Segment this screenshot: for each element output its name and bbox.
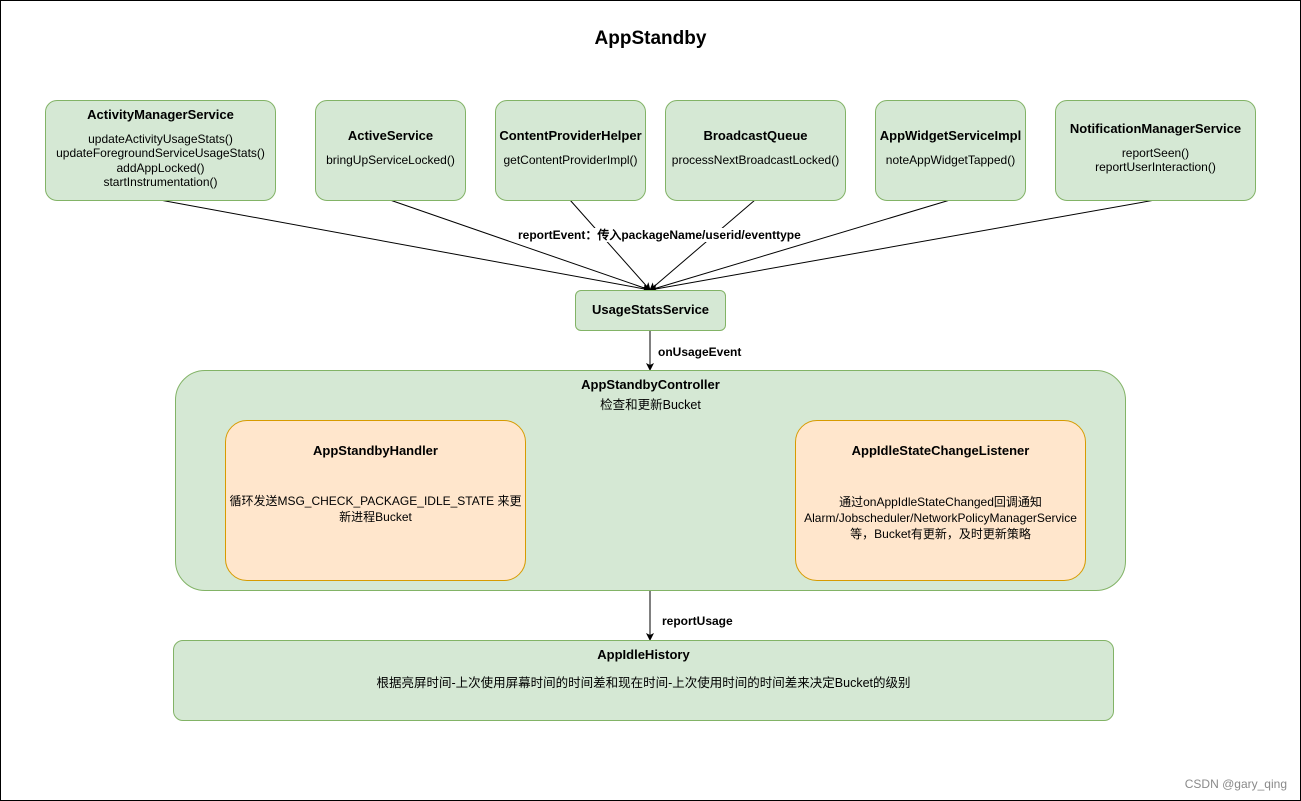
arrow-cph-to-usage [569,199,651,291]
arrow-nms-to-usage [649,199,1156,293]
handler-name: AppStandbyHandler [313,443,438,458]
app-idle-history-box: AppIdleHistory 根据亮屏时间-上次使用屏幕时间的时间差和现在时间-… [173,640,1114,721]
source-name: ContentProviderHelper [499,128,642,143]
source-name: ActiveService [347,128,434,143]
source-notification-manager-service: NotificationManagerService reportSeen() … [1055,100,1256,201]
source-app-widget-service-impl: AppWidgetServiceImpl noteAppWidgetTapped… [875,100,1026,201]
edge-label-report-event: reportEvent：传入packageName/userid/eventty… [518,228,801,242]
source-name: ActivityManagerService [87,107,234,122]
source-method: noteAppWidgetTapped() [885,152,1016,167]
usage-stats-service-box: UsageStatsService [575,290,726,331]
edge-label-on-usage-event: onUsageEvent [658,345,742,359]
source-name: BroadcastQueue [703,128,808,143]
source-method: addAppLocked() [116,160,205,175]
controller-desc: 检查和更新Bucket [600,397,701,412]
arrow-ams-to-usage [159,199,651,293]
controller-name: AppStandbyController [581,377,720,392]
listener-line: 等，Bucket有更新，及时更新策略 [850,527,1031,541]
app-idle-state-change-listener-box: AppIdleStateChangeListener 通过onAppIdleSt… [795,420,1086,581]
handler-line: 循环发送MSG_CHECK_PACKAGE_IDLE_STATE [229,494,495,508]
source-broadcast-queue: BroadcastQueue processNextBroadcastLocke… [665,100,846,201]
listener-name: AppIdleStateChangeListener [851,443,1030,458]
arrow-bq-to-usage [649,199,756,291]
source-activity-manager-service: ActivityManagerService updateActivityUsa… [45,100,276,201]
source-method: updateActivityUsageStats() [88,131,233,146]
source-method: reportSeen() [1121,145,1190,160]
idle-history-name: AppIdleHistory [597,647,690,662]
listener-line: Alarm/Jobscheduler/NetworkPolicyManagerS… [804,511,1077,525]
source-method: getContentProviderImpl() [503,152,638,167]
arrow-aws-to-usage [649,199,951,292]
handler-line: 来更新进程Bucket [339,494,522,524]
source-name: AppWidgetServiceImpl [879,128,1022,143]
diagram-title: AppStandby [594,28,707,49]
usage-stats-service-name: UsageStatsService [591,302,710,317]
edge-label-report-usage: reportUsage [662,614,733,628]
source-method: reportUserInteraction() [1095,160,1216,174]
listener-line: 通过onAppIdleStateChanged回调通知 [839,495,1042,509]
source-method: bringUpServiceLocked() [326,152,455,167]
arrow-active-to-usage [389,199,651,292]
watermark: CSDN @gary_qing [1184,777,1287,791]
source-method: processNextBroadcastLocked() [671,152,840,167]
source-method: startInstrumentation() [103,175,218,189]
source-name: NotificationManagerService [1069,121,1242,136]
source-active-service: ActiveService bringUpServiceLocked() [315,100,466,201]
source-content-provider-helper: ContentProviderHelper getContentProvider… [495,100,646,201]
source-method: updateForegroundServiceUsageStats() [56,146,265,160]
app-standby-handler-box: AppStandbyHandler 循环发送MSG_CHECK_PACKAGE_… [225,420,526,581]
idle-history-desc: 根据亮屏时间-上次使用屏幕时间的时间差和现在时间-上次使用时间的时间差来决定Bu… [376,675,911,690]
